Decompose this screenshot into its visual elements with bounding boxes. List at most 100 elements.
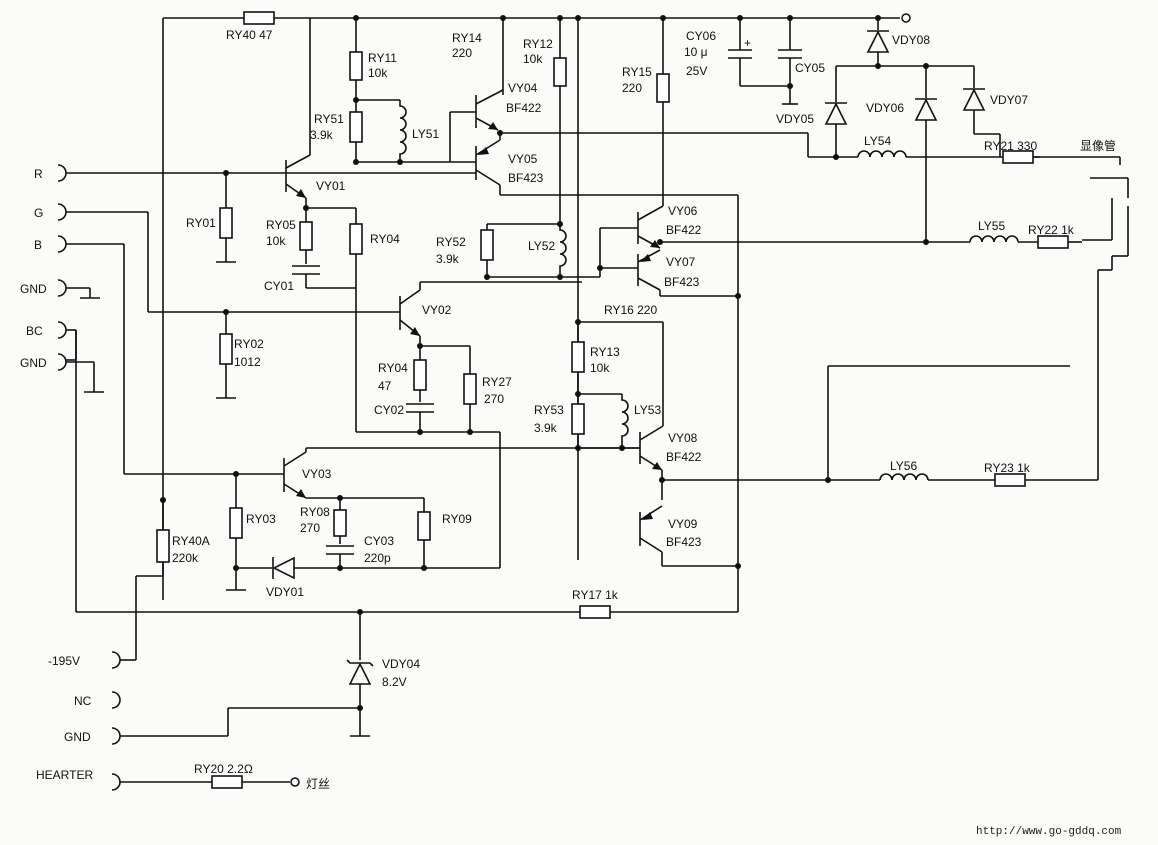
label-ly51: LY51 xyxy=(412,127,439,141)
label-vy02: VY02 xyxy=(422,303,452,317)
label-ry15-name: RY15 xyxy=(622,65,652,79)
label-vy01: VY01 xyxy=(316,179,346,193)
label-vy09-type: BF423 xyxy=(666,535,702,549)
label-vy06-name: VY06 xyxy=(668,204,698,218)
transistor-vy03 xyxy=(233,447,424,501)
label-ry12-value: 10k xyxy=(523,52,543,66)
label-ry16: RY16 220 xyxy=(604,303,657,317)
connector-label-gnd-1: GND xyxy=(20,282,47,296)
inductor-ly51 xyxy=(399,100,407,162)
connector-minus-195v[interactable] xyxy=(111,575,163,669)
connector-r[interactable] xyxy=(57,164,476,182)
label-ry13-value: 10k xyxy=(590,361,610,375)
label-vy09-name: VY09 xyxy=(668,517,698,531)
connector-g[interactable] xyxy=(57,203,400,313)
label-ly55: LY55 xyxy=(978,219,1005,233)
label-vy04-type: BF422 xyxy=(506,101,542,115)
label-vy06-type: BF422 xyxy=(666,223,702,237)
connector-label-r: R xyxy=(34,167,43,181)
label-ry52-name: RY52 xyxy=(436,235,466,249)
resistor-ry40a xyxy=(156,497,170,576)
inductor-ly55 xyxy=(969,235,1038,243)
label-ry01: RY01 xyxy=(186,216,216,230)
inductor-ly52 xyxy=(559,224,567,277)
transistor-vy01 xyxy=(285,18,311,211)
resistor-ry40 xyxy=(243,11,275,25)
diode-vdy08 xyxy=(836,18,974,69)
label-ry02-value: 1012 xyxy=(234,355,261,369)
connector-gnd-3[interactable] xyxy=(111,707,360,745)
label-vy03: VY03 xyxy=(302,467,332,481)
label-ly53: LY53 xyxy=(634,403,661,417)
resistor-ry52 xyxy=(480,223,600,280)
label-ry22: RY22 1k xyxy=(1028,223,1075,237)
diode-vdy07 xyxy=(962,66,1001,157)
label-ly52: LY52 xyxy=(528,239,555,253)
label-ry04-bottom-value: 47 xyxy=(378,379,392,393)
connector-label-heater: HEARTER xyxy=(36,768,93,782)
label-ry12-name: RY12 xyxy=(523,37,553,51)
resistor-ry22 xyxy=(1037,235,1082,249)
capacitor-cy02 xyxy=(406,403,434,432)
label-vdy01: VDY01 xyxy=(266,585,304,599)
resistor-ry03 xyxy=(226,474,246,591)
label-ry04-bottom-name: RY04 xyxy=(378,361,408,375)
label-ry14-name: RY14 xyxy=(452,31,482,45)
capacitor-cy01 xyxy=(292,265,356,289)
capacitor-cy03 xyxy=(326,545,354,568)
resistor-ry16 xyxy=(578,321,664,420)
feed-wire-578 xyxy=(575,18,581,560)
label-vdy08: VDY08 xyxy=(892,33,930,47)
label-cy03-name: CY03 xyxy=(364,534,394,548)
label-cy02: CY02 xyxy=(374,403,404,417)
label-ry40a-value: 220k xyxy=(172,551,199,565)
label-ry51-name: RY51 xyxy=(314,112,344,126)
connector-label-b: B xyxy=(34,238,42,252)
connector-label-bc: BC xyxy=(26,324,43,338)
connector-nc[interactable] xyxy=(111,691,121,709)
label-ry13-name: RY13 xyxy=(590,345,620,359)
label-ry11-value: 10k xyxy=(368,66,388,80)
label-ry27-value: 270 xyxy=(484,392,504,406)
label-ry05-value: 10k xyxy=(266,234,286,248)
label-ry11-name: RY11 xyxy=(368,51,397,65)
label-cy05: CY05 xyxy=(795,61,825,75)
connector-heater[interactable] xyxy=(111,773,212,791)
resistor-ry11 xyxy=(349,18,363,103)
label-ry20: RY20 2.2Ω xyxy=(194,762,253,776)
crt-socket-lines xyxy=(1082,177,1129,480)
label-ly56: LY56 xyxy=(890,459,917,473)
label-cy06-name: CY06 xyxy=(686,29,716,43)
diode-vdy06 xyxy=(914,66,938,245)
connector-gnd-2[interactable] xyxy=(57,353,104,393)
transistor-vy07 xyxy=(637,249,738,297)
label-vy05-type: BF423 xyxy=(508,171,544,185)
label-ry08-name: RY08 xyxy=(300,505,330,519)
transistor-vy05 xyxy=(450,130,809,612)
resistor-ry04-bottom xyxy=(413,346,427,402)
resistor-ry05 xyxy=(299,208,313,264)
resistor-ry27 xyxy=(420,345,477,432)
label-ry51-value: 3.9k xyxy=(310,128,334,142)
connector-b[interactable] xyxy=(57,235,284,475)
label-vdy05: VDY05 xyxy=(776,112,814,126)
zener-vdy04 xyxy=(346,612,374,737)
resistor-ry04-top xyxy=(306,207,501,568)
diode-vdy01 xyxy=(236,556,500,580)
resistor-ry13 xyxy=(571,322,622,397)
inductor-ly53 xyxy=(621,394,629,448)
resistor-ry09 xyxy=(417,498,431,568)
transistor-vy08 xyxy=(360,420,880,500)
label-vdy06: VDY06 xyxy=(866,101,904,115)
connector-label-gnd-3: GND xyxy=(64,730,91,744)
label-vy05-name: VY05 xyxy=(508,152,538,166)
connector-gnd-1[interactable] xyxy=(57,279,100,299)
label-ry08-value: 270 xyxy=(300,521,320,535)
connector-label-nc: NC xyxy=(74,694,92,708)
label-cy06-value: 10 μ xyxy=(684,45,708,59)
transistor-vy09 xyxy=(639,505,738,567)
label-filament: 灯丝 xyxy=(306,777,330,791)
label-vy07-type: BF423 xyxy=(664,275,700,289)
watermark-url: http://www.go-gddq.com xyxy=(976,826,1122,838)
